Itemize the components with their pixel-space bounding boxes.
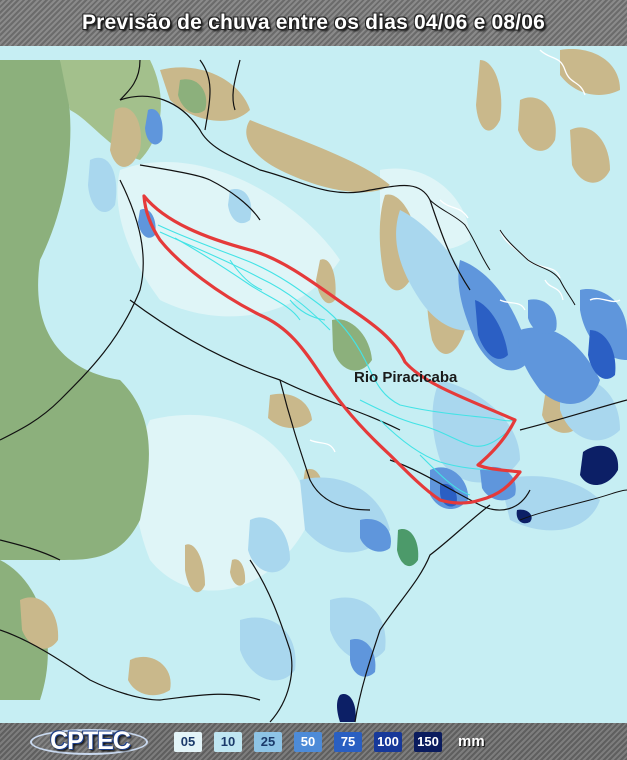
legend-unit: mm [458,733,485,750]
logo-ring-icon [30,728,148,755]
map-title: Previsão de chuva entre os dias 04/06 e … [81,11,546,34]
legend-swatch: 05 [174,731,202,752]
legend-swatch: 25 [254,731,282,752]
coastline-detail [309,49,621,453]
legend-swatch: 100 [374,731,402,752]
coastline-fine [429,199,627,521]
legend-swatch: 50 [294,731,322,752]
legend-swatches: 05 10 25 50 75 100 150 [174,731,454,752]
legend-swatch: 150 [414,731,442,752]
title-bar: Previsão de chuva entre os dias 04/06 e … [0,0,627,46]
cptec-logo: CPTEC [20,727,160,757]
terrain-west [0,60,149,560]
legend-swatch: 10 [214,731,242,752]
legend-bar: CPTEC 05 10 25 50 75 100 150 mm [0,723,627,760]
logo-text: CPTEC [50,727,131,755]
borders [0,59,627,723]
legend-swatch: 75 [334,731,362,752]
river-label: Rio Piracicaba [354,369,458,386]
river-network [157,224,517,496]
basin-outline [142,194,522,505]
